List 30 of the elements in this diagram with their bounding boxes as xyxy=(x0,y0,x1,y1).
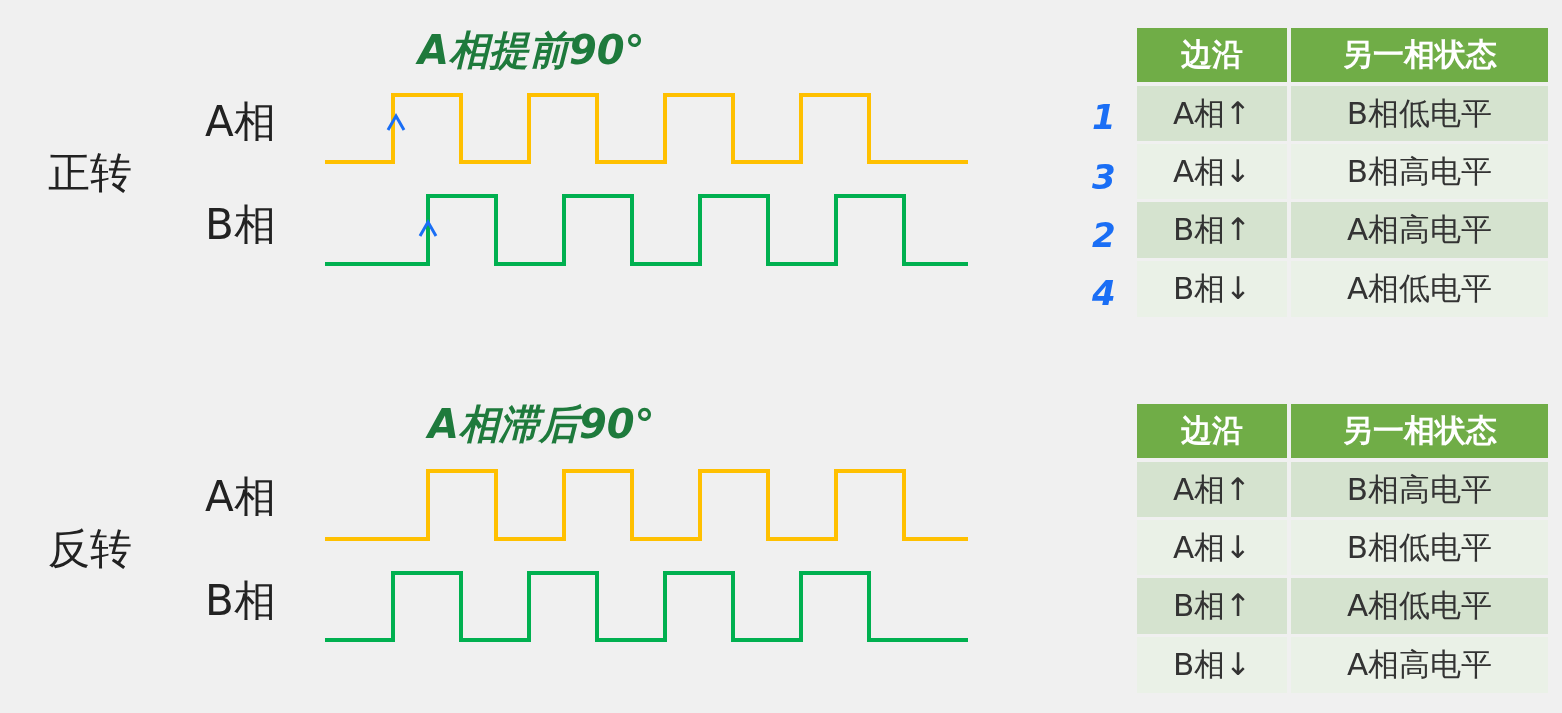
table-cell: B相高电平 xyxy=(1291,144,1548,199)
table-cell: A相低电平 xyxy=(1291,578,1548,634)
table-cell: B相↑ xyxy=(1137,202,1287,258)
table-cell: A相↓ xyxy=(1137,144,1287,199)
table-cell: A相↑ xyxy=(1137,86,1287,141)
signal-name: B相 xyxy=(205,204,276,246)
table-header-cell: 另一相状态 xyxy=(1291,404,1548,458)
callout-number: 4 xyxy=(1092,276,1116,310)
signal-name: A相 xyxy=(205,476,276,518)
table-header-cell: 边沿 xyxy=(1137,28,1287,82)
table-cell: A相低电平 xyxy=(1291,261,1548,317)
table-header-cell: 另一相状态 xyxy=(1291,28,1548,82)
callout-number: 2 xyxy=(1092,218,1116,252)
signal-name: B相 xyxy=(205,580,276,622)
table-cell: B相↓ xyxy=(1137,261,1287,317)
signal-name: A相 xyxy=(205,101,276,143)
table-cell: A相高电平 xyxy=(1291,637,1548,693)
table-cell: B相高电平 xyxy=(1291,462,1548,517)
table-cell: A相↓ xyxy=(1137,520,1287,575)
table-cell: A相高电平 xyxy=(1291,202,1548,258)
callout-number: 1 xyxy=(1092,100,1116,134)
section-label: 反转 xyxy=(48,528,132,570)
table-header-cell: 边沿 xyxy=(1137,404,1287,458)
table-cell: B相低电平 xyxy=(1291,86,1548,141)
table-cell: B相↓ xyxy=(1137,637,1287,693)
table-cell: A相↑ xyxy=(1137,462,1287,517)
table-cell: B相↑ xyxy=(1137,578,1287,634)
table-cell: B相低电平 xyxy=(1291,520,1548,575)
callout-number: 3 xyxy=(1092,160,1116,194)
section-label: 正转 xyxy=(48,152,132,194)
